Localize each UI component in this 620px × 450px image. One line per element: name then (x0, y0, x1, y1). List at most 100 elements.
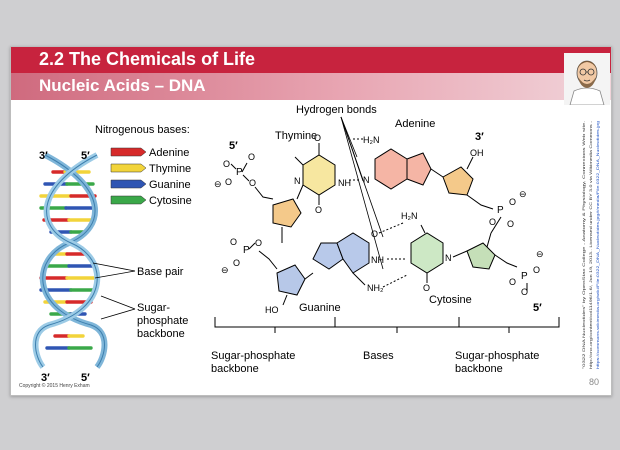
helix-top-left-end: 3′ (39, 150, 48, 162)
backbone-leader-2 (100, 308, 136, 320)
top-phosphate-minus: ⊖ (214, 179, 222, 189)
legend-item-thymine: Thymine (110, 163, 191, 175)
cytosine-o: O (423, 283, 430, 293)
guanine-nh2: NH₂ (367, 283, 384, 293)
bottom-ho: HO (265, 305, 279, 315)
helix-bottom-right-end: 5′ (81, 372, 90, 384)
bottom-phosphate-minus: ⊖ (221, 265, 229, 275)
br-phosphate-p: P (521, 271, 528, 282)
adenine-h2n: H₂N (363, 135, 380, 145)
bottom-phosphate-p: P (243, 245, 250, 256)
cytosine-h2n: H₂N (401, 211, 418, 221)
top-phosphate-p: P (236, 167, 243, 178)
author-avatar-icon (564, 53, 610, 105)
backbone-label-line-1: Sugar- (137, 302, 170, 314)
top-sugar-2 (442, 166, 474, 196)
legend-label-guanine: Guanine (149, 179, 191, 191)
backbone-label-line-2: phosphate (137, 315, 188, 327)
page-number: 80 (588, 377, 599, 387)
double-helix (32, 152, 108, 369)
hydrogen-bonds-label: Hydrogen bonds (296, 104, 377, 116)
helix-top-right-end: 5′ (81, 150, 90, 162)
credit-line-1: "0322 DNA Nucleotides" by OpenStax Colle… (581, 121, 586, 369)
br-phosphate-minus: ⊖ (536, 249, 544, 259)
legend-swatch-cytosine (110, 195, 147, 205)
image-credit: "0322 DNA Nucleotides" by OpenStax Colle… (581, 120, 600, 369)
legend-swatch-guanine (110, 179, 147, 189)
slide-subtitle: Nucleic Acids – DNA (39, 76, 206, 95)
slide: 2.2 The Chemicals of Life Nucleic Acids … (10, 46, 612, 396)
legend-item-guanine: Guanine (110, 179, 191, 191)
subtitle-bar: Nucleic Acids – DNA (11, 73, 611, 100)
base-pair-leader-2 (94, 270, 136, 279)
copyright-notice: Copyright © 2015 Henry Exham (19, 383, 90, 389)
thymine-ring (302, 154, 336, 196)
bottom-sugar-2 (466, 242, 496, 270)
backbone-strand-2-edge (35, 154, 98, 368)
top-phosphate-o4: O (225, 177, 232, 187)
top-sugar-1 (272, 198, 302, 228)
title-bar: 2.2 The Chemicals of Life (11, 47, 611, 73)
legend-item-cytosine: Cytosine (110, 195, 192, 207)
adenine-n: N (363, 175, 370, 185)
guanine-o: O (371, 229, 378, 239)
top-three-prime: 3′ (475, 131, 484, 143)
bottom-label-left-1: Sugar-phosphate (211, 350, 295, 362)
right-phosphate-p: P (497, 205, 504, 216)
bottom-phosphate-o2: O (255, 238, 262, 248)
credit-line-2: http://cnx.org/content/col11496/1.6/, Ju… (588, 120, 593, 369)
backbone-leader-1 (100, 295, 136, 310)
legend-label-thymine: Thymine (149, 163, 191, 175)
top-phosphate-o3: O (249, 178, 256, 188)
thymine-n: N (294, 176, 301, 186)
top-phosphate-o1: O (223, 159, 230, 169)
credit-line-3: https://commons.wikimedia.org/wiki/File:… (595, 121, 600, 369)
backbone-strand-1-edge (42, 154, 105, 368)
br-phosphate-o2: O (509, 277, 516, 287)
legend-label-cytosine: Cytosine (149, 195, 192, 207)
bottom-label-left-2: backbone (211, 363, 259, 375)
cytosine-n: N (445, 253, 452, 263)
right-phosphate-o3: O (489, 217, 496, 227)
bottom-sugar-1 (276, 264, 306, 296)
chemical-structure: 5′ O O P O O ⊖ Thymine O NH O N Hydrogen… (214, 104, 560, 333)
guanine-nh: NH (371, 255, 384, 265)
thymine-o-bottom: O (315, 205, 322, 215)
right-phosphate-minus: ⊖ (519, 189, 527, 199)
cytosine-label: Cytosine (429, 294, 472, 306)
bottom-label-right-2: backbone (455, 363, 503, 375)
br-phosphate-o3: O (521, 287, 528, 297)
br-phosphate-o1: O (533, 265, 540, 275)
right-phosphate-o1: O (509, 197, 516, 207)
slide-title: 2.2 The Chemicals of Life (39, 49, 256, 69)
helix-bottom-left-end: 3′ (41, 372, 50, 384)
legend: Adenine Thymine Guanine Cytosine (110, 147, 192, 207)
bottom-label-right-1: Sugar-phosphate (455, 350, 539, 362)
bracket-right (459, 317, 560, 328)
thymine-o-top: O (314, 133, 321, 143)
thymine-label: Thymine (275, 130, 317, 142)
bottom-phosphate-o1: O (230, 237, 237, 247)
bracket-left (214, 317, 336, 328)
guanine-label: Guanine (299, 302, 341, 314)
bottom-five-prime: 5′ (533, 302, 542, 314)
backbone-label-line-3: backbone (137, 328, 185, 340)
guanine-ring-2 (336, 232, 370, 274)
top-phosphate-o2: O (248, 152, 255, 162)
top-oh: OH (470, 148, 484, 158)
adenine-ring-2 (406, 152, 432, 186)
legend-swatch-adenine (110, 147, 147, 157)
cytosine-ring (410, 232, 444, 274)
top-five-prime: 5′ (229, 140, 238, 152)
legend-title: Nitrogenous bases: (95, 124, 190, 136)
base-pair-leader-1 (92, 262, 136, 272)
bottom-label-middle: Bases (363, 350, 394, 362)
legend-swatch-thymine (110, 163, 147, 173)
base-pair-label: Base pair (137, 266, 184, 278)
legend-label-adenine: Adenine (149, 147, 189, 159)
legend-item-adenine: Adenine (110, 147, 189, 159)
bottom-phosphate-o3: O (233, 258, 240, 268)
dna-diagram: 3′ 5′ 3′ 5′ Nitrogenous bases: Adenine T… (32, 104, 560, 384)
thymine-nh: NH (338, 178, 351, 188)
adenine-ring (374, 148, 408, 190)
